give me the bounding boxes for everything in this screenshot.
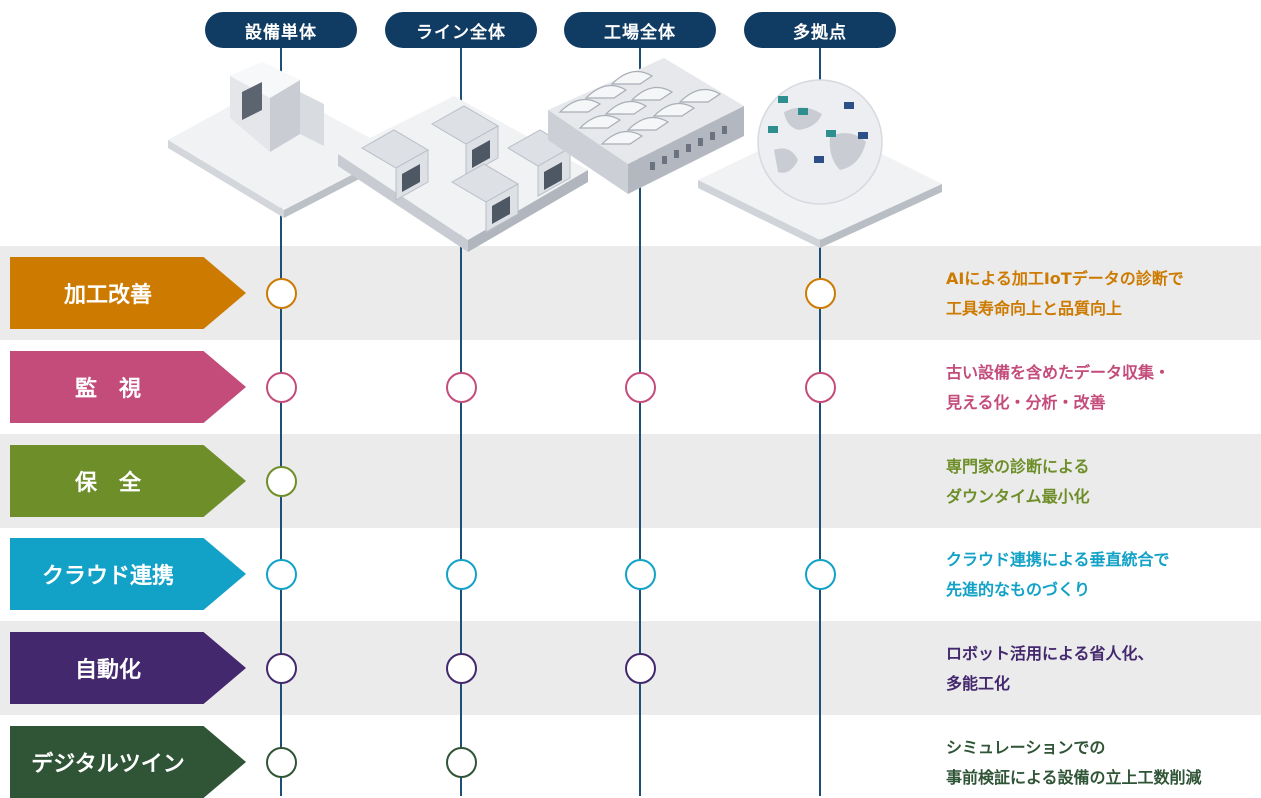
row-label-text: 自動化 [74, 658, 141, 683]
applicable-mark [624, 652, 656, 684]
column-header-whole-factory: 工場全体 [564, 12, 716, 48]
row-description: 古い設備を含めたデータ収集・ 見える化・分析・改善 [946, 358, 1258, 418]
applicable-mark [445, 558, 477, 590]
description-line: クラウド連携による垂直統合で [946, 550, 1170, 569]
applicable-mark [265, 652, 297, 684]
description-line: 多能工化 [946, 674, 1011, 693]
description-line: 古い設備を含めたデータ収集・ [946, 363, 1171, 382]
applicable-mark [445, 652, 477, 684]
column-line-factory [639, 40, 641, 796]
applicable-mark [265, 746, 297, 778]
applicable-mark [265, 277, 297, 309]
applicable-mark [265, 371, 297, 403]
applicable-mark [804, 277, 836, 309]
description-line: 専門家の診断による [946, 457, 1090, 476]
column-line-line [460, 40, 462, 796]
row-description: ロボット活用による省人化、 多能工化 [946, 639, 1258, 699]
row-label-text: 保 全 [74, 471, 141, 496]
row-description: シミュレーションでの 事前検証による設備の立上工数削減 [946, 733, 1258, 793]
description-line: ロボット活用による省人化、 [946, 644, 1154, 663]
description-line: ダウンタイム最小化 [946, 487, 1090, 506]
description-line: 見える化・分析・改善 [946, 393, 1106, 412]
row-description: AIによる加工IoTデータの診断で 工具寿命向上と品質向上 [946, 264, 1258, 324]
production-line-illustration [338, 96, 588, 252]
row-label-machining-improvement: 加工改善 [10, 257, 246, 329]
row-label-monitoring: 監 視 [10, 351, 246, 423]
row-label-digital-twin: デジタルツイン [10, 726, 246, 798]
column-line-single [280, 40, 282, 796]
applicable-mark [624, 558, 656, 590]
description-line: 先進的なものづくり [946, 580, 1091, 599]
applicable-mark [445, 746, 477, 778]
factory-illustration [548, 58, 744, 194]
row-label-automation: 自動化 [10, 632, 246, 704]
row-label-text: 監 視 [74, 377, 141, 402]
row-label-text: デジタルツイン [31, 752, 185, 777]
column-line-multisite [819, 40, 821, 796]
applicable-mark [624, 371, 656, 403]
row-label-text: 加工改善 [63, 283, 152, 308]
row-label-maintenance: 保 全 [10, 445, 246, 517]
description-line: AIによる加工IoTデータの診断で [946, 269, 1184, 288]
description-line: シミュレーションでの [946, 738, 1106, 757]
column-header-single-equipment: 設備単体 [205, 12, 357, 48]
applicable-mark [265, 558, 297, 590]
row-description: クラウド連携による垂直統合で 先進的なものづくり [946, 545, 1258, 605]
column-header-multi-site: 多拠点 [744, 12, 896, 48]
row-label-text: クラウド連携 [41, 564, 174, 589]
applicable-mark [445, 371, 477, 403]
description-line: 事前検証による設備の立上工数削減 [946, 768, 1202, 787]
applicable-mark [804, 371, 836, 403]
row-description: 専門家の診断による ダウンタイム最小化 [946, 452, 1258, 512]
row-label-cloud-integration: クラウド連携 [10, 538, 246, 610]
applicable-mark [265, 465, 297, 497]
applicable-mark [804, 558, 836, 590]
description-line: 工具寿命向上と品質向上 [946, 299, 1123, 318]
globe-illustration [698, 79, 942, 248]
column-header-whole-line: ライン全体 [385, 12, 537, 48]
